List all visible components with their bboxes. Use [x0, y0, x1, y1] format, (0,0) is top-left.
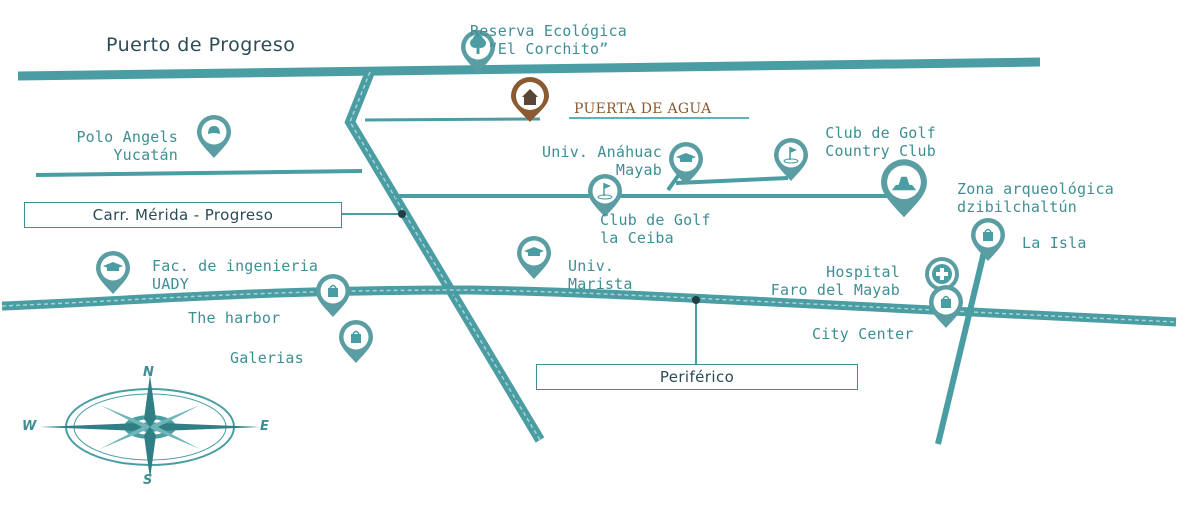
compass-s: S	[143, 473, 153, 488]
label-the-harbor: The harbor	[188, 309, 281, 327]
road-la-isla	[935, 247, 988, 445]
road-progreso	[17, 57, 1041, 81]
label-galerias: Galerias	[230, 349, 304, 367]
compass-rose-icon	[40, 375, 260, 479]
label-univ-marista: Univ. Marista	[568, 257, 633, 293]
periferico-label-box: Periférico	[536, 364, 858, 390]
hospital-cross-icon[interactable]	[925, 257, 959, 291]
carretera-label-box: Carr. Mérida - Progreso	[24, 202, 342, 228]
shopping-bag-icon[interactable]	[339, 320, 373, 363]
label-univ-anahuac: Univ. Anáhuac Mayab	[542, 143, 662, 179]
label-hospital: Hospital Faro del Mayab	[770, 263, 900, 299]
tree-icon[interactable]	[461, 30, 495, 73]
golf-icon[interactable]	[588, 174, 622, 217]
road-puerta-branch	[364, 117, 541, 122]
graduation-icon[interactable]	[517, 236, 551, 279]
label-golf-ceiba: Club de Golf la Ceiba	[600, 211, 711, 247]
golf-icon[interactable]	[774, 138, 808, 181]
shopping-bag-icon[interactable]	[316, 274, 350, 317]
brand-puerta-de-agua: PUERTA DE AGUA	[574, 101, 712, 117]
road-polo	[35, 169, 363, 177]
shopping-bag-icon[interactable]	[971, 218, 1005, 261]
label-polo-angels: Polo Angels Yucatán	[76, 128, 178, 164]
compass-e: E	[260, 419, 269, 434]
hat-icon[interactable]	[197, 115, 231, 158]
label-city-center: City Center	[812, 325, 914, 343]
road-periferico	[1, 285, 1177, 327]
graduation-icon[interactable]	[96, 251, 130, 294]
label-la-isla: La Isla	[1022, 234, 1087, 252]
pyramid-icon[interactable]	[881, 159, 927, 218]
shopping-bag-icon[interactable]	[929, 285, 963, 328]
house-icon[interactable]	[511, 77, 549, 122]
brand-underline	[569, 117, 749, 119]
road-merida-progreso	[344, 70, 545, 443]
road-label-puerto-progreso: Puerto de Progreso	[106, 34, 296, 56]
label-reserva-ecologica: Reserva Ecológica “El Corchito”	[470, 22, 627, 58]
roads	[1, 57, 1177, 445]
compass-n: N	[143, 365, 154, 380]
label-zona-arqueologica: Zona arqueológica dzibilchaltún	[957, 180, 1114, 216]
label-golf-country: Club de Golf Country Club	[825, 124, 936, 160]
graduation-icon[interactable]	[669, 142, 703, 185]
compass-w: W	[22, 419, 37, 434]
label-fac-ingenieria: Fac. de ingenieria UADY	[152, 257, 319, 293]
